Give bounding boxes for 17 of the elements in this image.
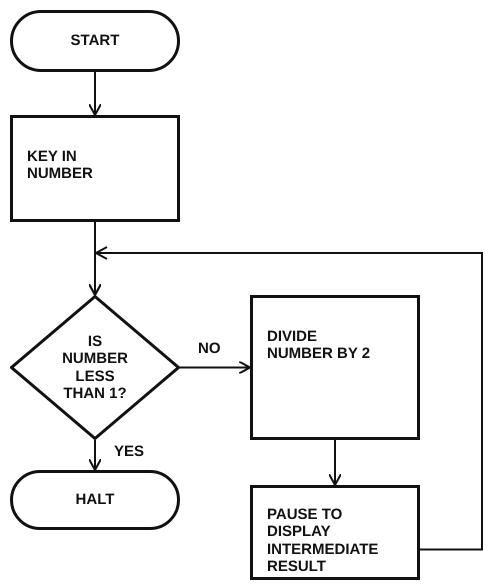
arrow — [88, 246, 483, 550]
arrow — [88, 440, 102, 471]
process-box — [250, 485, 420, 580]
terminal-box — [10, 470, 180, 530]
node-text: DIVIDE NUMBER BY 2 — [267, 328, 372, 362]
node-text: HALT — [76, 491, 114, 509]
decision-diamond — [10, 295, 180, 440]
terminal-box — [10, 10, 180, 72]
process-box — [250, 295, 420, 440]
node-text: KEY IN NUMBER — [27, 148, 94, 182]
node-text: START — [70, 32, 120, 50]
arrow — [180, 360, 251, 374]
node-text: PAUSE TO DISPLAY INTERMEDIATE RESULT — [267, 506, 379, 575]
process-box — [10, 115, 180, 222]
arrow — [328, 440, 342, 486]
arrow — [88, 72, 102, 116]
node-text: IS NUMBER LESS THAN 1? — [61, 333, 129, 402]
